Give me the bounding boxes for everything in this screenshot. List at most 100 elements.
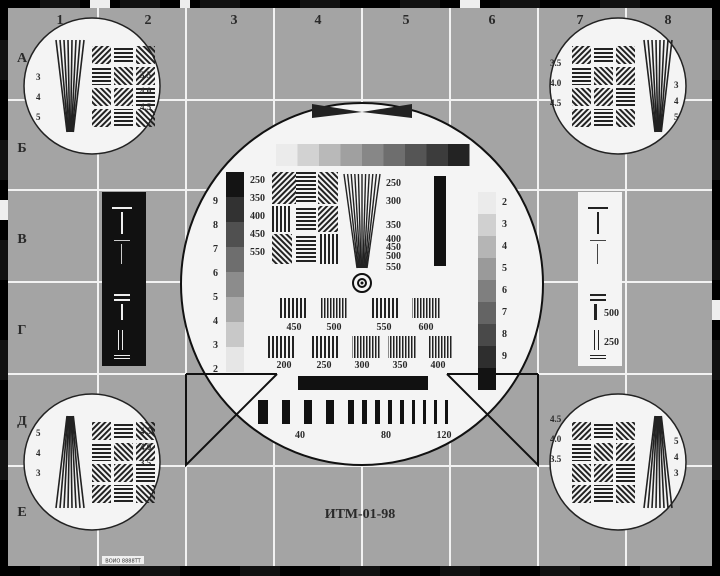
res-label: 450 — [250, 229, 265, 240]
pulse-bar — [412, 400, 415, 424]
hatch-block — [136, 485, 155, 503]
corner-circle-disc — [549, 393, 687, 531]
wedge-line — [660, 415, 673, 509]
wedge-line — [70, 415, 77, 509]
pulse-label: 40 — [295, 430, 305, 441]
grey-step — [226, 222, 244, 247]
pulse-bar — [400, 400, 404, 424]
v-burst-label: 300 — [355, 360, 370, 371]
hatch-block — [136, 67, 155, 85]
wedge-line — [354, 173, 361, 269]
wedge-label: 550 — [386, 262, 401, 273]
wedge-line — [63, 39, 70, 133]
pulse-bar — [375, 400, 380, 424]
grey-step — [478, 324, 496, 346]
hatch-block — [92, 67, 111, 85]
corner-scale-label: 3 — [36, 468, 41, 478]
corner-scale-label: 4.0 — [140, 442, 152, 452]
hatch-block — [114, 46, 133, 64]
grey-step — [478, 280, 496, 302]
wedge-line — [655, 39, 659, 133]
wedge-line — [67, 415, 71, 509]
left-scale-label: 9 — [213, 196, 218, 207]
hatch-block — [594, 46, 613, 64]
h-burst-label: 600 — [419, 322, 434, 333]
grey-step — [448, 144, 470, 166]
hatch-block — [594, 109, 613, 127]
wedge-line — [63, 415, 70, 509]
grey-step — [478, 236, 496, 258]
wedge-label: 500 — [386, 251, 401, 262]
row-label: Е — [17, 505, 26, 520]
hatch-block — [114, 485, 133, 503]
hatch-block — [572, 46, 591, 64]
row-label: Б — [17, 141, 26, 156]
hatch-block — [92, 464, 111, 482]
hatch-block — [136, 46, 155, 64]
wedge-label: 450 — [386, 242, 401, 253]
wedge-line — [659, 39, 669, 133]
corner-scale-label: 3 — [36, 72, 41, 82]
wedge-line — [72, 415, 85, 509]
wedge-line — [72, 39, 85, 133]
hatch-block — [594, 443, 613, 461]
pulse-bar — [362, 400, 367, 424]
wedge-line — [647, 39, 657, 133]
hatch-block — [136, 88, 155, 106]
wedge-line — [343, 173, 358, 269]
hatch-block — [572, 443, 591, 461]
h-burst-label: 500 — [327, 322, 342, 333]
pulse-bar — [445, 400, 448, 424]
wedge-label: 300 — [386, 196, 401, 207]
hatch-block — [616, 67, 635, 85]
card-serial: ВОИО 8888ТТ — [105, 559, 141, 565]
corner-scale-label: 4.5 — [550, 98, 562, 108]
corner-scale-label: 4.5 — [140, 102, 152, 112]
h-burst-label: 450 — [287, 322, 302, 333]
pulse-bar — [423, 400, 426, 424]
res-label: 250 — [250, 175, 265, 186]
corner-scale-label: 4.0 — [550, 434, 562, 444]
hatch-block — [114, 67, 133, 85]
hatch-block — [136, 464, 155, 482]
hatch-block — [572, 422, 591, 440]
hatch-block — [114, 464, 133, 482]
col-label: 2 — [145, 13, 152, 28]
right-scale-label: 8 — [502, 329, 507, 340]
res-label: 550 — [250, 247, 265, 258]
grey-step — [478, 346, 496, 368]
corner-scale-label: 3.5 — [550, 58, 562, 68]
row-label: Д — [17, 414, 27, 429]
wedge-line — [55, 39, 68, 133]
wedge-label: 400 — [386, 234, 401, 245]
wedge-line — [657, 415, 661, 509]
hatch-block — [114, 109, 133, 127]
right-panel-label: 500 — [604, 308, 619, 319]
col-label: 4 — [315, 13, 322, 28]
row-label: Г — [18, 323, 27, 338]
wedge-line — [69, 415, 73, 509]
right-scale-label: 7 — [502, 307, 507, 318]
grey-step — [226, 172, 244, 197]
pulse-bar — [326, 400, 334, 424]
left-scale-label: 4 — [213, 316, 218, 327]
row-labels: А Б В Г Д Е — [17, 51, 28, 520]
wedge-line — [71, 415, 81, 509]
grey-step — [319, 144, 341, 166]
grey-step — [405, 144, 427, 166]
hatch-block — [616, 485, 635, 503]
wedge-line — [364, 173, 374, 269]
right-scale-label: 6 — [502, 285, 507, 296]
hatch-block — [92, 443, 111, 461]
corner-scale-label: 4.5 — [550, 414, 562, 424]
grey-step — [276, 144, 298, 166]
hatch-block — [616, 88, 635, 106]
hatch-block — [594, 422, 613, 440]
hatch-block — [136, 443, 155, 461]
col-label: 7 — [577, 13, 584, 28]
wedge-line — [70, 39, 77, 133]
wedge-line — [643, 39, 656, 133]
